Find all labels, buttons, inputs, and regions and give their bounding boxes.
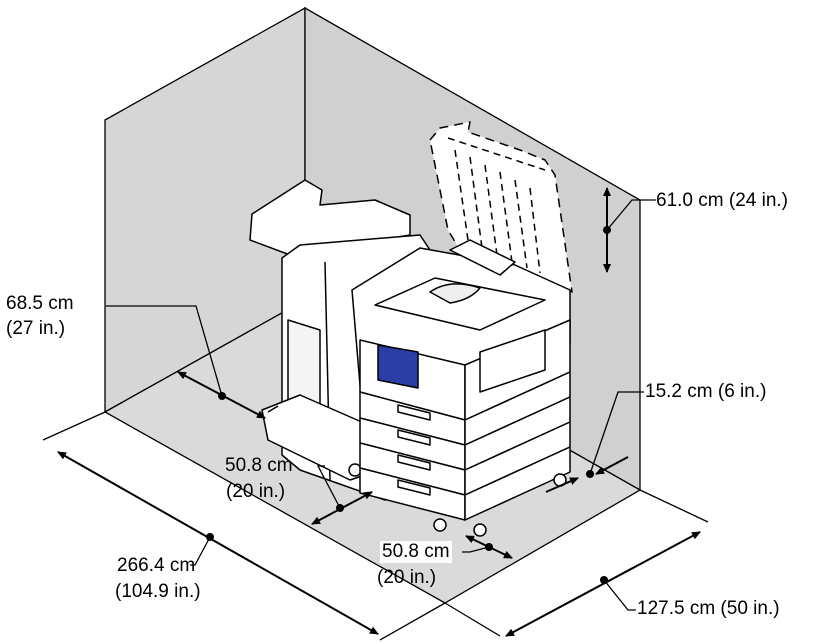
- output-tray-hump: [429, 283, 481, 304]
- total-width-label-line1: 266.4 cm: [117, 555, 196, 576]
- total-width-arrow: [57, 451, 379, 635]
- front-clearance-1-label-line1: 50.8 cm: [225, 455, 293, 476]
- total-depth-ext-left: [444, 602, 501, 637]
- cover-inner-dashes: [447, 137, 546, 274]
- total-depth-label: 127.5 cm (50 in.): [637, 598, 780, 619]
- top-clearance-label: 61.0 cm (24 in.): [656, 190, 788, 211]
- rear-clearance-label: 15.2 cm (6 in.): [645, 381, 767, 402]
- side-door: [479, 329, 546, 393]
- total-width-ext-left: [42, 411, 106, 441]
- left-clearance-label-line1: 68.5 cm: [6, 293, 74, 314]
- printer-illustration: [249, 121, 573, 537]
- top-clearance-leader: [606, 199, 656, 231]
- front-clearance-2-leader: [462, 546, 490, 553]
- total-width-label-line2: (104.9 in.): [115, 581, 201, 602]
- rear-clearance-arrow-a: [595, 456, 629, 475]
- front-clearance-2-label-line1: 50.8 cm: [380, 541, 452, 563]
- left-clearance-leader: [106, 305, 223, 397]
- rear-clearance-leader: [589, 391, 644, 475]
- paper-trays: [359, 371, 571, 521]
- total-depth-leader: [603, 579, 636, 611]
- total-depth-arrow: [505, 531, 701, 637]
- finisher-wheels: [267, 405, 279, 413]
- dimension-lines: [42, 187, 709, 641]
- left-clearance-label-line2: (27 in.): [6, 318, 66, 339]
- front-clearance-2-label-line2: (20 in.): [377, 567, 437, 588]
- rear-clearance-arrow-b: [545, 477, 579, 493]
- control-panel: [377, 344, 419, 389]
- total-width-ext-right: [379, 602, 446, 641]
- total-width-leader: [190, 536, 211, 566]
- output-tray: [374, 277, 546, 331]
- total-depth-ext-right: [639, 489, 709, 523]
- front-clearance-1-label-line2: (20 in.): [226, 481, 286, 502]
- top-handle: [449, 239, 516, 276]
- finisher-tray: [249, 179, 411, 256]
